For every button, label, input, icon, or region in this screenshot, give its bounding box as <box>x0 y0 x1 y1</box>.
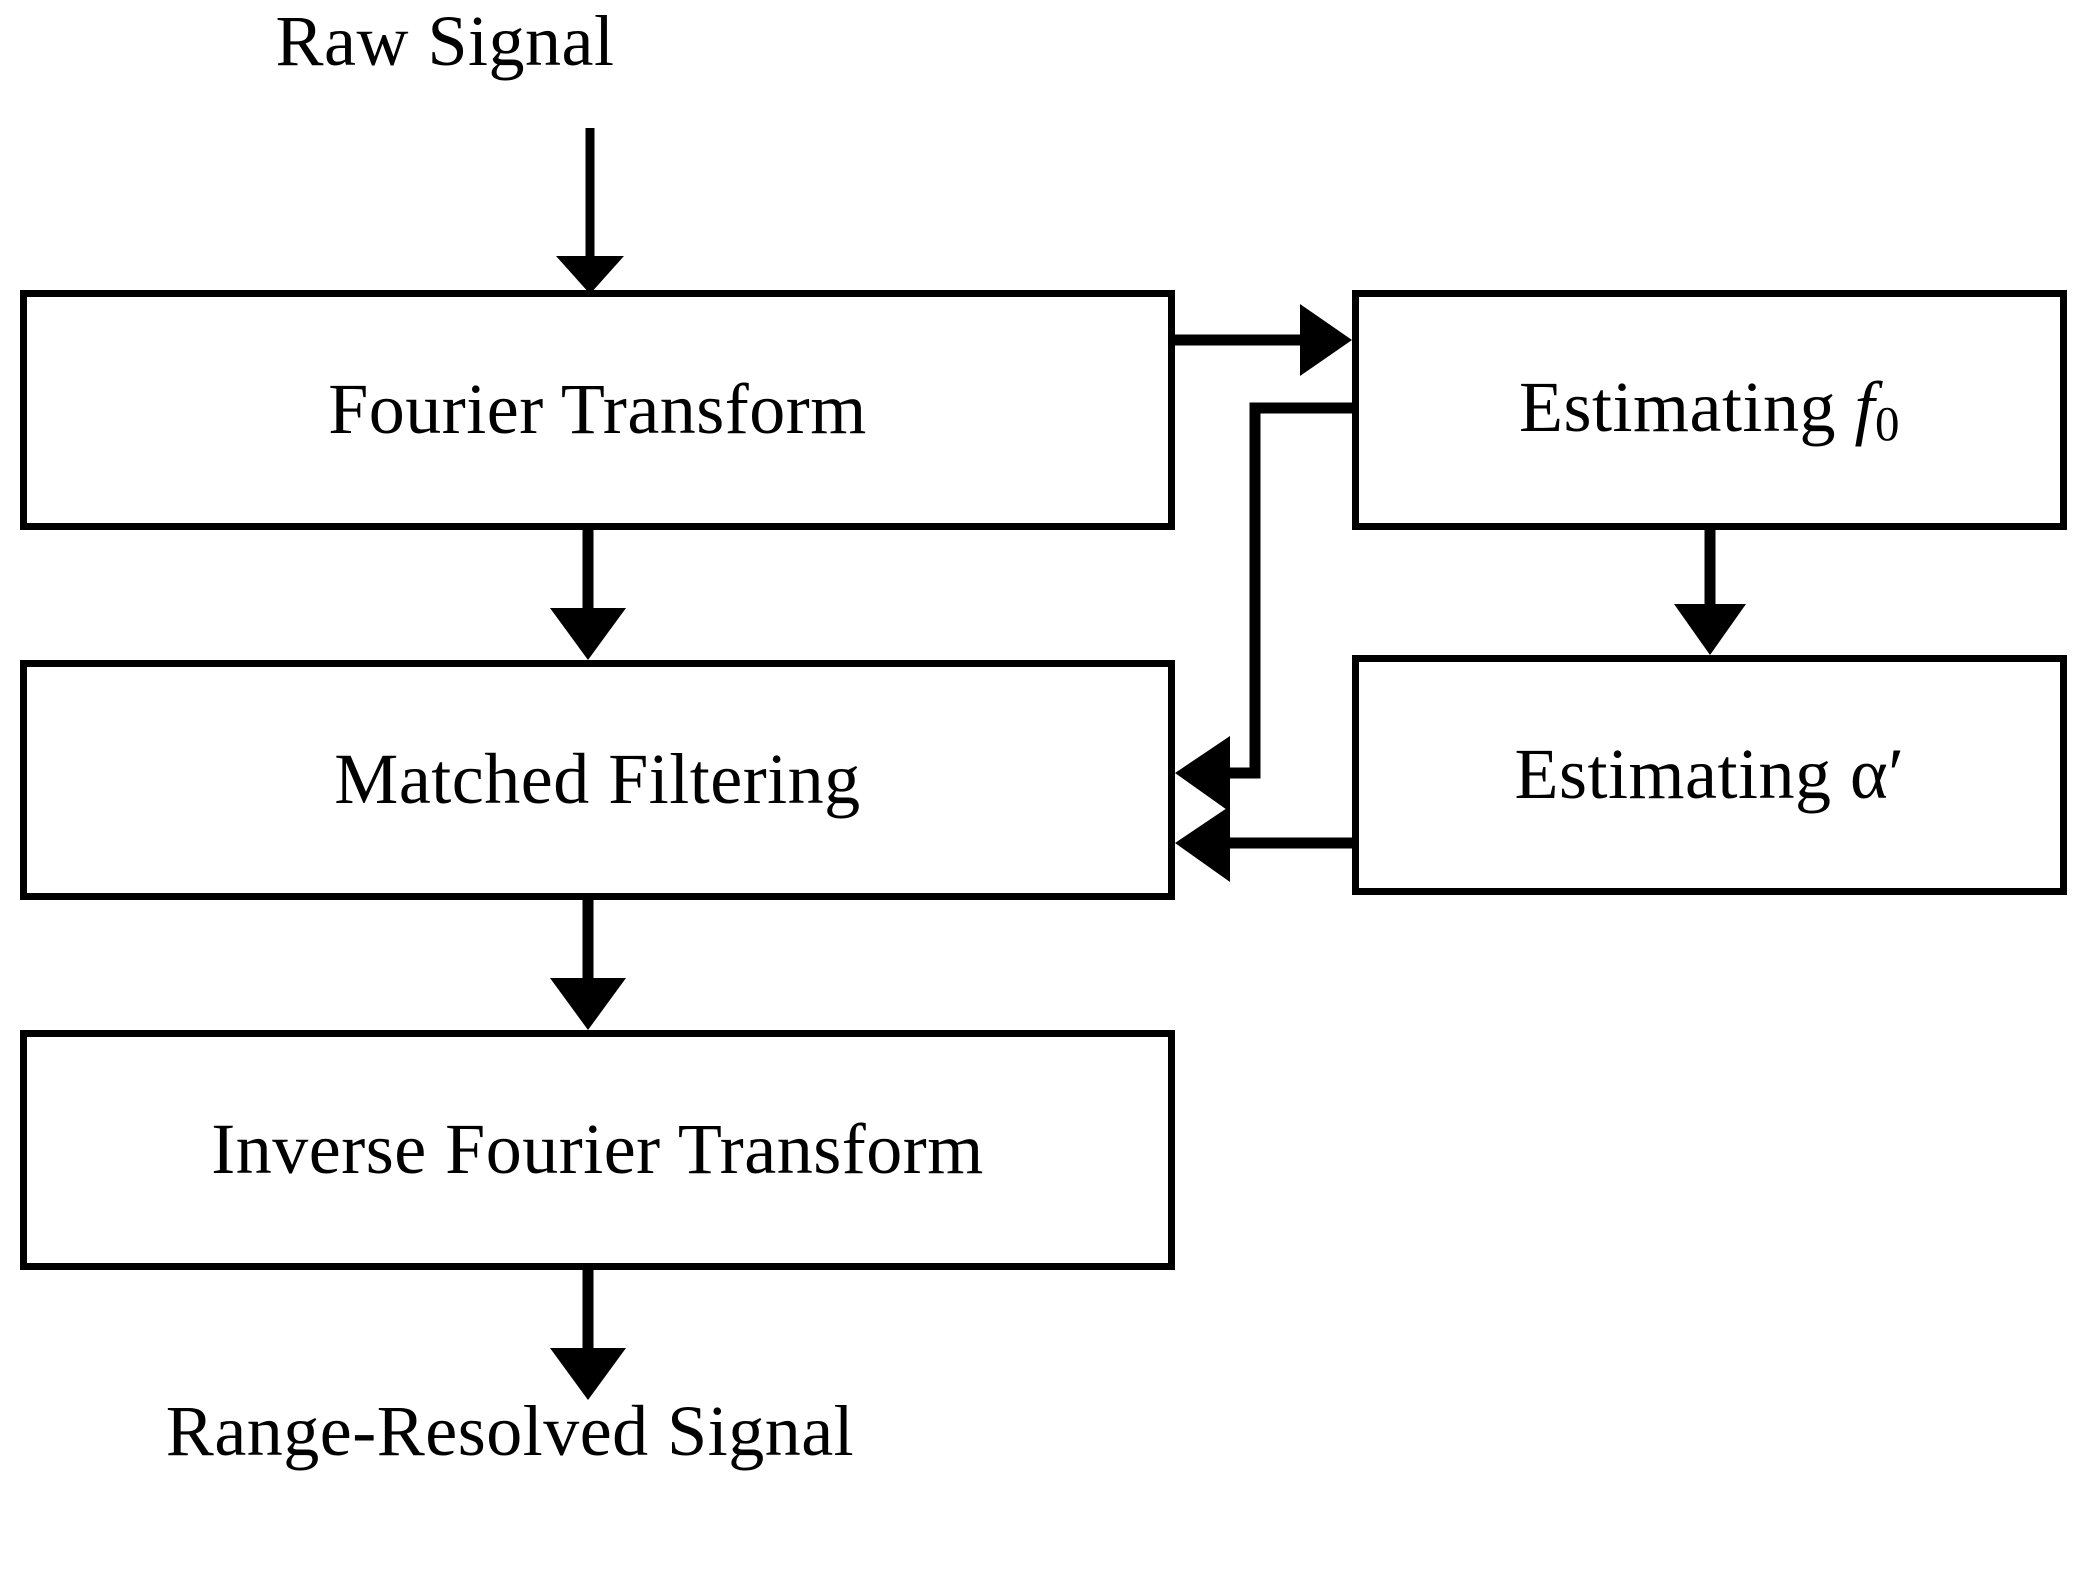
node-inverse-fourier-transform-label: Inverse Fourier Transform <box>211 1109 984 1190</box>
node-inverse-fourier-transform[interactable]: Inverse Fourier Transform <box>20 1030 1175 1270</box>
edge-inverse-to-output <box>550 1270 626 1400</box>
node-fourier-transform-label: Fourier Transform <box>328 369 867 450</box>
edge-estimating-f0-to-matched <box>1175 402 1352 812</box>
node-estimating-f0-label: Estimating f0 <box>1519 367 1900 452</box>
edge-alpha-to-matched <box>1175 806 1352 882</box>
edge-fourier-to-matched <box>550 530 626 660</box>
node-matched-filtering-label: Matched Filtering <box>334 739 861 820</box>
input-label-raw-signal: Raw Signal <box>275 1 615 81</box>
node-estimating-alpha-symbol: α′ <box>1850 734 1905 815</box>
node-estimating-f0-prefix: Estimating <box>1519 367 1855 448</box>
edge-raw-to-fourier <box>556 128 624 294</box>
node-estimating-alpha-prefix: Estimating <box>1514 734 1850 815</box>
node-matched-filtering[interactable]: Matched Filtering <box>20 660 1175 900</box>
node-estimating-f0-symbol: f <box>1854 367 1875 448</box>
output-label-range-resolved-signal: Range-Resolved Signal <box>165 1391 855 1471</box>
edge-matched-to-inverse <box>550 900 626 1030</box>
node-estimating-alpha-prime[interactable]: Estimating α′ <box>1352 655 2067 895</box>
node-fourier-transform[interactable]: Fourier Transform <box>20 290 1175 530</box>
node-estimating-f0[interactable]: Estimating f0 <box>1352 290 2067 530</box>
node-estimating-f0-subscript: 0 <box>1875 396 1900 452</box>
edge-estimating-f0-to-alpha <box>1674 530 1746 655</box>
node-estimating-alpha-prime-label: Estimating α′ <box>1514 734 1905 815</box>
edge-fourier-to-estimating-f0 <box>1175 304 1352 376</box>
